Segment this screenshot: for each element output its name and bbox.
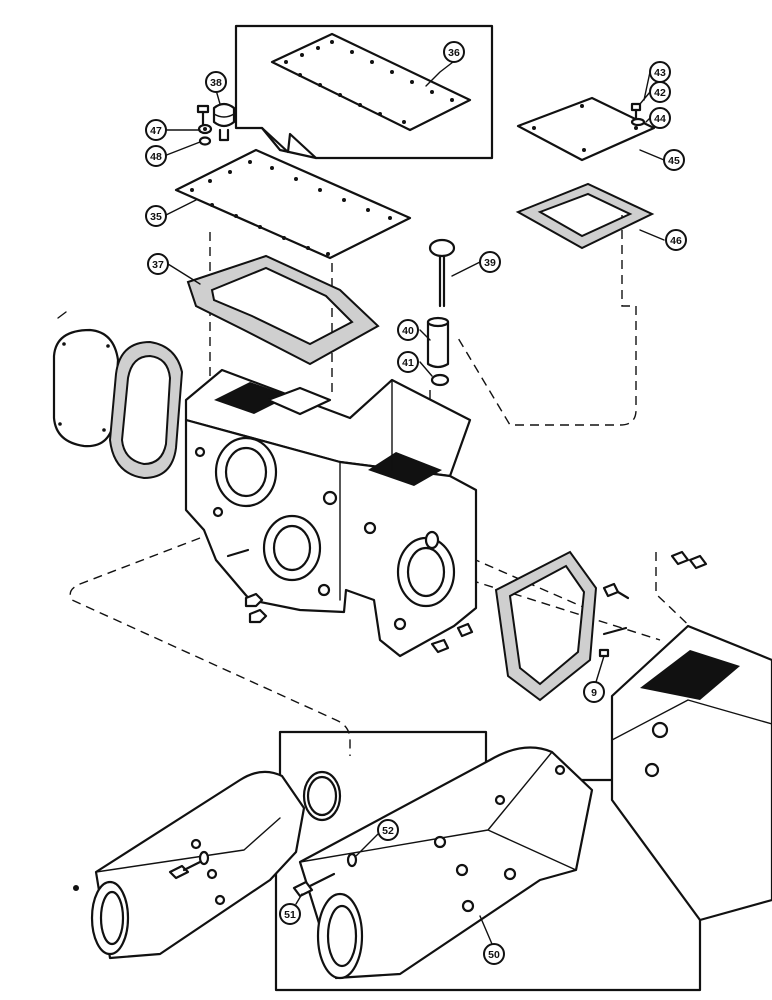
top-gasket-37: [186, 254, 380, 366]
callout-48: 48: [145, 145, 167, 167]
dowel-pin-9-and-studs: [598, 582, 630, 658]
svg-text:52: 52: [382, 825, 394, 837]
svg-text:40: 40: [402, 325, 414, 337]
callout-45: 45: [663, 149, 685, 171]
cover-plate-36: [270, 32, 472, 132]
svg-text:9: 9: [591, 687, 597, 699]
svg-text:43: 43: [654, 67, 666, 79]
filler-cap-38: [212, 102, 236, 142]
svg-text:46: 46: [670, 235, 682, 247]
rear-gasket-right: [494, 550, 598, 702]
dipstick-tube-40: [426, 316, 450, 369]
callout-42: 42: [649, 81, 671, 103]
bolt-and-washer-left: [73, 850, 210, 891]
oring-axle: [302, 770, 342, 822]
callout-35: 35: [145, 205, 167, 227]
callout-36: 36: [443, 41, 465, 63]
callout-9: 9: [583, 681, 605, 703]
svg-text:42: 42: [654, 87, 666, 99]
bolt-51-and-washer-52: [292, 852, 358, 898]
svg-text:48: 48: [150, 151, 162, 163]
cover-plate-inset-frame: [234, 24, 494, 160]
svg-text:37: 37: [152, 259, 164, 271]
side-gasket-46: [515, 182, 655, 250]
callout-39: 39: [479, 251, 501, 273]
top-cover-plate-35: [174, 148, 412, 260]
side-cover-plate-45: [516, 96, 656, 162]
svg-text:41: 41: [402, 357, 414, 369]
callout-43: 43: [649, 61, 671, 83]
svg-text:51: 51: [284, 909, 296, 921]
callout-37: 37: [147, 253, 169, 275]
axle-housing-left: [90, 770, 306, 960]
callout-40: 40: [397, 319, 419, 341]
svg-text:36: 36: [448, 47, 460, 59]
adjacent-housing-partial: [610, 550, 772, 922]
screw-43-42-44: [630, 102, 646, 127]
callout-50: 50: [483, 943, 505, 965]
svg-text:47: 47: [150, 125, 162, 137]
callout-52: 52: [377, 819, 399, 841]
callout-44: 44: [649, 107, 671, 129]
callout-51: 51: [279, 903, 301, 925]
svg-text:35: 35: [150, 211, 162, 223]
svg-text:45: 45: [668, 155, 680, 167]
oring-41: [430, 373, 450, 387]
svg-text:38: 38: [210, 77, 222, 89]
svg-text:44: 44: [654, 113, 666, 125]
svg-text:39: 39: [484, 257, 496, 269]
axle-housing-50: [298, 746, 594, 980]
callout-41: 41: [397, 351, 419, 373]
callout-47: 47: [145, 119, 167, 141]
bolt-and-washers: [196, 104, 213, 146]
transmission-housing: [184, 368, 478, 658]
housing-stud-and-nut: [226, 548, 474, 654]
callout-46: 46: [665, 229, 687, 251]
left-end-cover: [52, 311, 120, 448]
svg-text:50: 50: [488, 949, 500, 961]
callout-38: 38: [205, 71, 227, 93]
dipstick-39: [428, 238, 456, 308]
left-end-gasket: [108, 340, 184, 480]
